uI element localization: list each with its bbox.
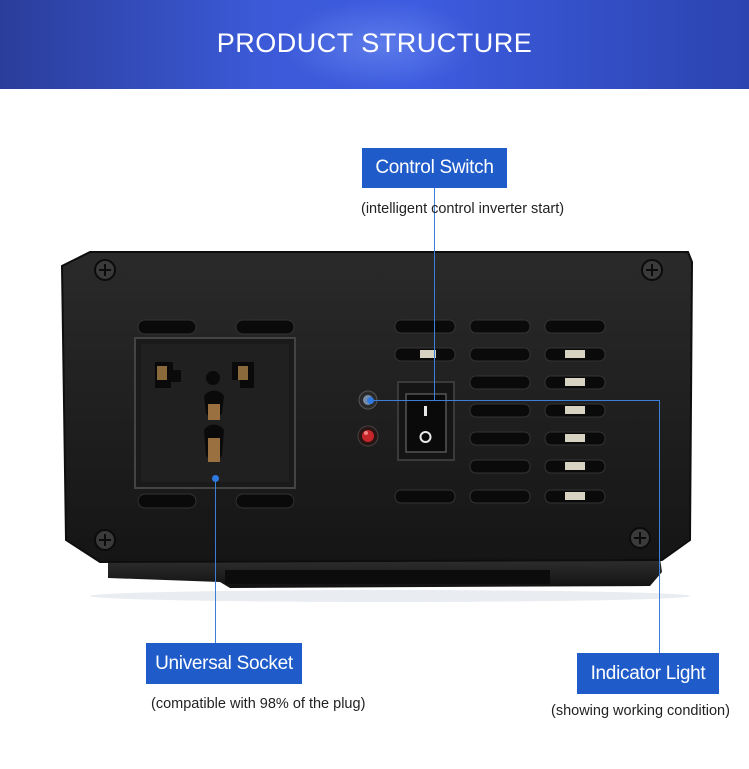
led-icon: [357, 425, 379, 447]
power-switch-icon: [397, 381, 455, 461]
vent-internal-highlights: [420, 350, 585, 500]
indicator-light-note: (showing working condition): [551, 703, 730, 719]
leader-line-indicator-vertical: [659, 400, 660, 654]
universal-socket-note: (compatible with 98% of the plug): [151, 696, 366, 712]
banner-glare: [280, 0, 480, 89]
screw-icon: [641, 259, 663, 281]
socket-dot: [212, 475, 219, 482]
screw-icon: [94, 259, 116, 281]
control-switch-callout: Control Switch: [362, 148, 507, 188]
universal-socket-callout: Universal Socket: [146, 643, 302, 684]
inverter-photo: [60, 251, 694, 602]
indicator-dot: [367, 397, 374, 404]
mounting-bracket: [108, 558, 662, 588]
socket-icon: [134, 337, 296, 489]
leader-line-socket: [215, 478, 216, 644]
screw-icon: [629, 527, 651, 549]
screw-icon: [94, 529, 116, 551]
vent-slots-left: [137, 319, 295, 509]
page-title: PRODUCT STRUCTURE: [216, 28, 533, 58]
indicator-light-callout: Indicator Light: [577, 653, 719, 694]
leader-line-indicator-horizontal: [370, 400, 660, 401]
vent-slots-right: [394, 319, 606, 504]
leader-line-control-switch: [434, 188, 435, 400]
header-banner: PRODUCT STRUCTURE: [0, 0, 749, 89]
control-switch-note: (intelligent control inverter start): [361, 201, 565, 217]
